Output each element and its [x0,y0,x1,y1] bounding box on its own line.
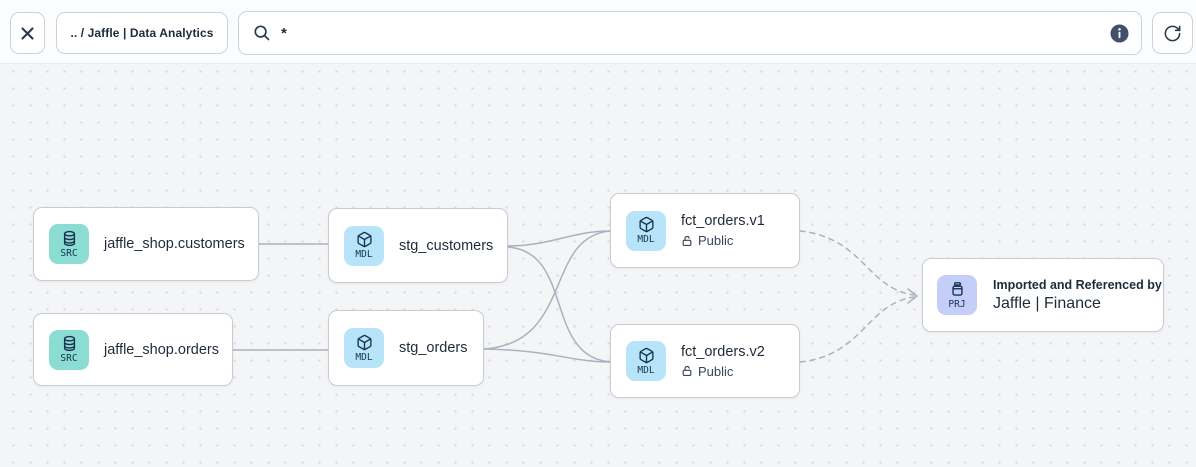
node-stg-customers[interactable]: MDL stg_customers [328,208,508,283]
database-icon [63,336,75,352]
node-label: stg_orders [399,340,468,356]
node-label: jaffle_shop.orders [104,341,220,358]
search-box [238,11,1142,55]
lineage-toolbar: .. / Jaffle | Data Analytics [0,0,1196,64]
node-fct-orders-v1[interactable]: MDL fct_orders.v1 Public [610,193,800,268]
badge-type-label: SRC [60,353,78,365]
project-caption: Imported and Referenced by [993,277,1162,292]
badge-type-label: SRC [60,247,78,259]
close-button[interactable] [10,12,45,54]
breadcrumb[interactable]: .. / Jaffle | Data Analytics [56,12,228,54]
model-badge: MDL [626,210,666,251]
node-label: Jaffle | Finance [993,294,1101,312]
node-jaffle-shop-customers[interactable]: SRC jaffle_shop.customers [33,207,259,281]
source-badge: SRC [49,329,89,370]
node-fct-orders-v2[interactable]: MDL fct_orders.v2 Public [610,324,800,398]
node-jaffle-shop-orders[interactable]: SRC jaffle_shop.orders [33,313,233,386]
badge-type-label: MDL [355,249,373,261]
node-stg-orders[interactable]: MDL stg_orders [328,310,484,386]
database-icon [63,230,75,246]
cube-icon [356,232,372,248]
unlock-icon [682,235,692,246]
unlock-icon [682,365,692,376]
cube-icon [638,347,654,363]
cube-icon [638,217,654,233]
model-badge: MDL [344,328,384,368]
close-icon [21,26,34,40]
node-label: stg_customers [399,237,494,254]
access-row: Public [681,233,765,248]
source-badge: SRC [49,224,89,264]
search-input[interactable] [281,12,1100,54]
badge-type-label: MDL [637,234,655,246]
badge-type-label: MDL [637,364,655,376]
model-badge: MDL [626,341,666,381]
search-icon [254,25,270,41]
refresh-icon [1164,25,1181,41]
node-project-jaffle-finance[interactable]: PRJ Imported and Referenced by Jaffle | … [922,258,1164,332]
access-label: Public [698,233,734,248]
node-label: fct_orders.v2 [681,343,765,360]
breadcrumb-label: .. / Jaffle | Data Analytics [70,26,214,40]
badge-type-label: MDL [355,351,373,363]
access-row: Public [681,364,765,379]
node-label: fct_orders.v1 [681,213,765,229]
node-label: jaffle_shop.customers [104,236,245,252]
refresh-button[interactable] [1152,12,1193,54]
project-badge: PRJ [937,275,977,315]
access-label: Public [698,363,734,379]
info-icon[interactable] [1110,24,1129,43]
model-badge: MDL [344,225,384,266]
cube-icon [356,334,372,350]
archive-box-icon [951,281,963,296]
badge-type-label: PRJ [948,298,966,310]
